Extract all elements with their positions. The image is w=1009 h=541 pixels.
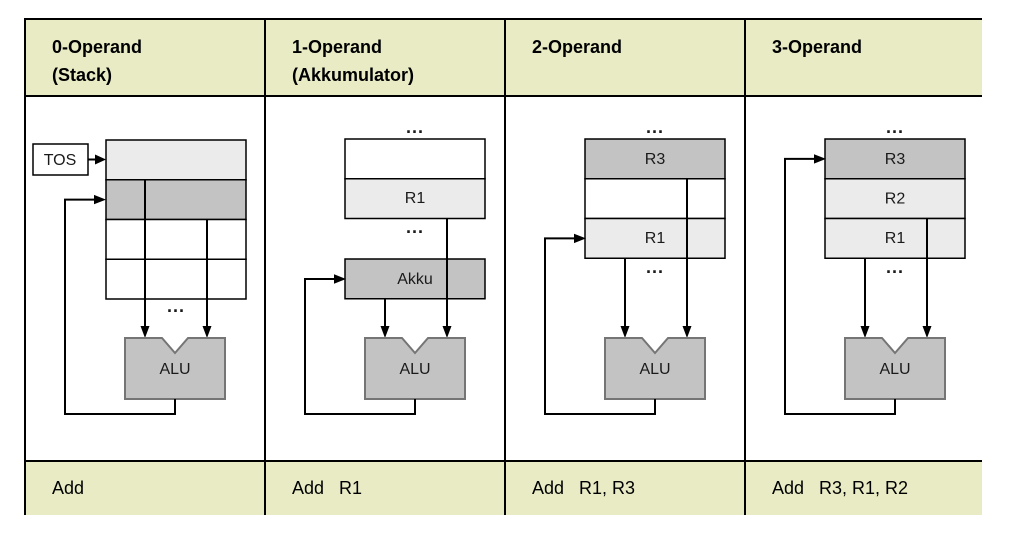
result-feedback-wire xyxy=(784,157,896,415)
header-0-operand-line2: (Stack) xyxy=(52,65,113,85)
result-arrowhead-icon xyxy=(814,154,826,164)
accumulator-machine-diagram: ... R1 ... Akku ALU xyxy=(304,117,486,415)
operand-arrowhead-left-icon xyxy=(620,326,630,338)
header-3-operand-line1: 3-Operand xyxy=(772,37,863,57)
registers-ellipsis-bottom: ... xyxy=(406,217,424,237)
register-r1-label: R1 xyxy=(405,190,426,207)
operand-arrowhead-right-icon xyxy=(442,326,452,338)
instruction-0-operand: Add xyxy=(26,460,266,515)
alu-label: ALU xyxy=(879,361,910,378)
alu-box xyxy=(844,337,946,400)
tos-label: TOS xyxy=(44,152,77,169)
register-cell-r3 xyxy=(584,138,726,180)
header-1-operand-line1: 1-Operand xyxy=(292,37,383,57)
header-1-operand: 1-Operand (Akkumulator) xyxy=(266,20,506,97)
header-2-operand: 2-Operand xyxy=(506,20,746,97)
register-r3-label: R3 xyxy=(645,151,666,168)
result-arrowhead-icon xyxy=(574,233,586,244)
operand-arrowhead-right-icon xyxy=(202,326,212,338)
akku-label: Akku xyxy=(397,271,433,288)
stack-cell-3 xyxy=(105,218,247,260)
stack-cell-result xyxy=(105,179,247,221)
register-cell-blank xyxy=(584,178,726,220)
alu-box xyxy=(604,337,706,400)
alu-label: ALU xyxy=(639,361,670,378)
stack-cell-tos xyxy=(105,139,247,181)
operand-arrowhead-right-icon xyxy=(922,326,932,338)
register-r1-label: R1 xyxy=(645,230,666,247)
operand-arrowhead-left-icon xyxy=(140,326,150,338)
header-1-operand-line2: (Akkumulator) xyxy=(292,65,415,85)
operand-architecture-table: 0-Operand (Stack) 1-Operand (Akkumulator… xyxy=(24,18,982,515)
header-3-operand: 3-Operand xyxy=(746,20,982,97)
header-0-operand: 0-Operand (Stack) xyxy=(26,20,266,97)
register-cell-r3 xyxy=(824,138,966,180)
registers-ellipsis-top: ... xyxy=(646,117,664,137)
register-r2-label: R2 xyxy=(885,191,906,208)
instruction-3-operand: Add R3, R1, R2 xyxy=(746,460,982,515)
diagram-0-operand: TOS ... ALU xyxy=(26,97,266,460)
alu-label: ALU xyxy=(399,361,430,378)
register-cell-r1 xyxy=(824,217,966,259)
tos-box xyxy=(32,143,89,176)
register-r1-label: R1 xyxy=(885,230,906,247)
two-operand-machine-diagram: ... R3 R1 ... ALU xyxy=(544,117,726,415)
register-cell-r1 xyxy=(344,178,486,220)
diagram-2-operand: ... R3 R1 ... ALU xyxy=(506,97,746,460)
instruction-2-operand: Add R1, R3 xyxy=(506,460,746,515)
alu-label: ALU xyxy=(159,361,190,378)
alu-box xyxy=(364,337,466,400)
diagram-3-operand: ... R3 R2 R1 ... ALU xyxy=(746,97,982,460)
result-feedback-wire xyxy=(64,198,176,415)
result-arrowhead-icon xyxy=(334,274,346,284)
result-arrowhead-icon xyxy=(94,194,106,205)
akku-box xyxy=(344,258,486,300)
result-feedback-wire xyxy=(304,278,416,415)
register-cell-r2 xyxy=(824,178,966,220)
register-r3-label: R3 xyxy=(885,151,906,168)
three-operand-machine-diagram: ... R3 R2 R1 ... ALU xyxy=(784,117,966,415)
registers-ellipsis-bottom: ... xyxy=(886,257,904,277)
register-cell-r1 xyxy=(584,217,726,259)
header-0-operand-line1: 0-Operand xyxy=(52,37,143,57)
registers-ellipsis-top: ... xyxy=(406,117,424,137)
registers-ellipsis-bottom: ... xyxy=(646,257,664,277)
stack-cell-4 xyxy=(105,258,247,300)
tos-arrowhead-icon xyxy=(95,154,106,165)
result-feedback-wire xyxy=(544,237,656,415)
alu-box xyxy=(124,337,226,400)
stack-ellipsis: ... xyxy=(167,296,185,316)
operand-arrowhead-left-icon xyxy=(380,326,390,338)
register-cell-blank xyxy=(344,138,486,180)
registers-ellipsis-top: ... xyxy=(886,117,904,137)
stack-machine-diagram: TOS ... ALU xyxy=(32,139,247,415)
operand-arrowhead-left-icon xyxy=(860,326,870,338)
diagram-1-operand: ... R1 ... Akku ALU xyxy=(266,97,506,460)
instruction-1-operand: Add R1 xyxy=(266,460,506,515)
header-2-operand-line1: 2-Operand xyxy=(532,37,623,57)
operand-arrowhead-right-icon xyxy=(682,326,692,338)
